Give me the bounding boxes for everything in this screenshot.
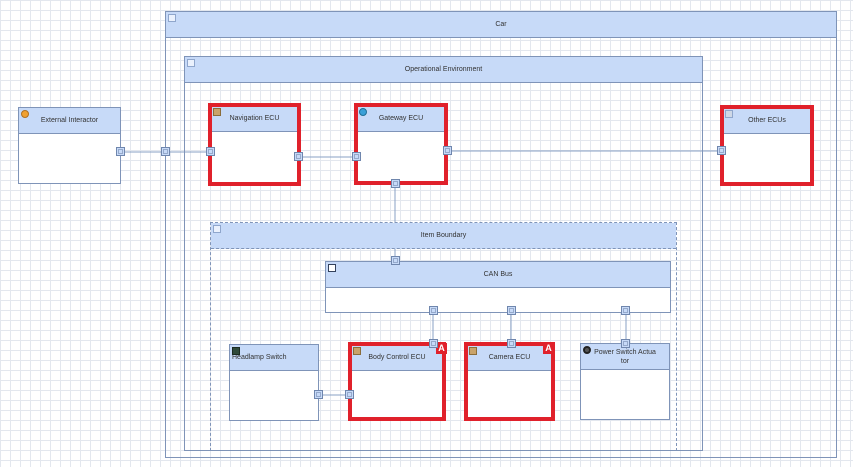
port-power-switch-top[interactable] xyxy=(621,339,630,348)
bus-icon xyxy=(328,264,336,272)
port-can-bus-top[interactable] xyxy=(391,256,400,265)
body-control-ecu-header: Body Control ECU xyxy=(351,345,443,371)
globe-icon xyxy=(359,108,367,116)
port-other-ecus-left[interactable] xyxy=(717,146,726,155)
ecu-icon xyxy=(725,110,733,118)
gateway-ecu-label: Gateway ECU xyxy=(378,115,424,122)
actor-icon xyxy=(21,110,29,118)
ecu-icon xyxy=(353,347,361,355)
car-block[interactable]: Car xyxy=(165,11,837,458)
power-switch-actuator-header: Power Switch Actua tor xyxy=(581,344,669,370)
power-switch-actuator-block[interactable]: Power Switch Actua tor xyxy=(580,343,670,420)
gateway-ecu-header: Gateway ECU xyxy=(357,106,445,132)
power-switch-actuator-label-line1: Power Switch Actua xyxy=(594,348,656,356)
other-ecus-header: Other ECUs xyxy=(723,108,811,134)
external-interactor-header: External Interactor xyxy=(19,108,120,134)
external-interactor-block[interactable]: External Interactor xyxy=(18,107,121,184)
port-can-bus-camera[interactable] xyxy=(507,306,516,315)
body-control-ecu-label: Body Control ECU xyxy=(368,354,426,361)
power-switch-actuator-label-line2: tor xyxy=(620,357,630,365)
port-can-bus-power-switch[interactable] xyxy=(621,306,630,315)
switch-icon xyxy=(232,347,240,355)
port-gateway-ecu-left[interactable] xyxy=(352,152,361,161)
port-camera-top[interactable] xyxy=(507,339,516,348)
other-ecus-label: Other ECUs xyxy=(748,117,786,124)
block-corner-icon xyxy=(213,225,221,233)
port-gateway-ecu-bottom[interactable] xyxy=(391,179,400,188)
block-corner-icon xyxy=(187,59,195,67)
port-navigation-ecu-right[interactable] xyxy=(294,152,303,161)
camera-ecu-header: Camera ECU xyxy=(467,345,552,371)
external-interactor-label: External Interactor xyxy=(40,117,99,124)
car-label: Car xyxy=(495,21,507,28)
gear-icon xyxy=(583,346,591,354)
ecu-icon xyxy=(469,347,477,355)
selection-highlight xyxy=(354,103,448,185)
port-headlamp-switch-right[interactable] xyxy=(314,390,323,399)
port-external-interactor[interactable] xyxy=(116,147,125,156)
port-car-boundary[interactable] xyxy=(161,147,170,156)
navigation-ecu-label: Navigation ECU xyxy=(229,115,280,122)
port-gateway-ecu-right[interactable] xyxy=(443,146,452,155)
port-can-bus-body-control[interactable] xyxy=(429,306,438,315)
item-boundary-label: Item Boundary xyxy=(420,232,467,239)
can-bus-label: CAN Bus xyxy=(483,271,513,278)
can-bus-block[interactable]: CAN Bus xyxy=(325,261,671,313)
item-boundary-header: Item Boundary xyxy=(211,223,676,249)
headlamp-switch-label: Headlamp Switch xyxy=(232,354,287,361)
body-control-ecu-badge: A xyxy=(436,343,447,354)
selection-highlight xyxy=(348,342,446,421)
operational-environment-label: Operational Environment xyxy=(404,66,483,73)
car-header: Car xyxy=(166,12,836,38)
camera-ecu-badge: A xyxy=(543,343,554,354)
selection-highlight xyxy=(208,103,301,186)
selection-highlight xyxy=(720,105,814,186)
item-boundary-block[interactable]: Item Boundary xyxy=(210,222,677,451)
camera-ecu-label: Camera ECU xyxy=(488,354,531,361)
port-navigation-ecu-left[interactable] xyxy=(206,147,215,156)
headlamp-switch-header: Headlamp Switch xyxy=(230,345,318,371)
navigation-ecu-header: Navigation ECU xyxy=(211,106,298,132)
ecu-icon xyxy=(213,108,221,116)
port-body-control-left[interactable] xyxy=(345,390,354,399)
operational-environment-header: Operational Environment xyxy=(185,57,702,83)
port-body-control-top[interactable] xyxy=(429,339,438,348)
block-corner-icon xyxy=(168,14,176,22)
selection-highlight xyxy=(464,342,555,421)
gateway-ecu-block[interactable]: Gateway ECU xyxy=(356,105,446,183)
can-bus-header: CAN Bus xyxy=(326,262,670,288)
headlamp-switch-block[interactable]: Headlamp Switch xyxy=(229,344,319,421)
camera-ecu-block[interactable]: Camera ECU xyxy=(466,344,553,418)
